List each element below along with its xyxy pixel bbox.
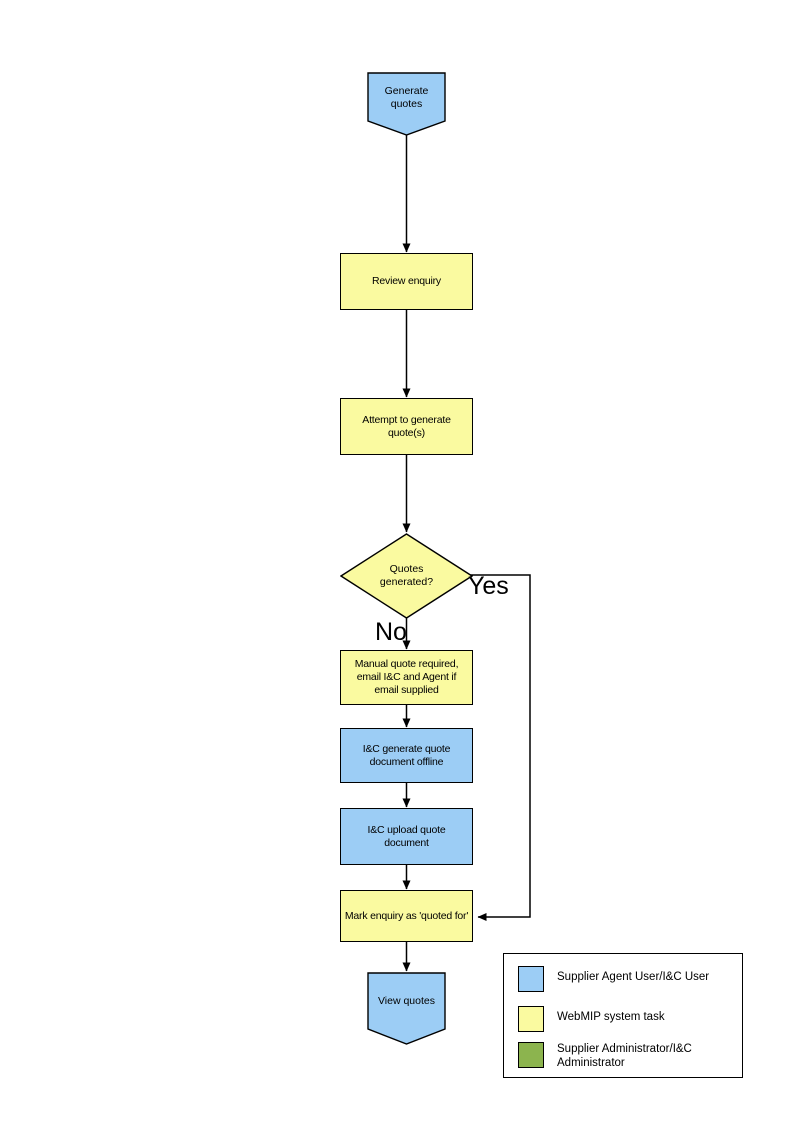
node-ic-upload[interactable]: I&C upload quote document [340, 808, 473, 865]
legend-label-user-task: Supplier Agent User/I&C User [557, 971, 710, 983]
pentagon-start-shape [367, 72, 446, 136]
node-generate-quotes[interactable]: Generate quotes [367, 72, 446, 136]
node-view-quotes[interactable]: View quotes [367, 972, 446, 1046]
edge-label-no: No [375, 618, 407, 646]
legend-label-admin-task: Supplier Administrator/I&C Administrator [557, 1043, 692, 1069]
legend-item-admin-task: Supplier Administrator/I&C Administrator [518, 1042, 692, 1070]
legend-item-user-task: Supplier Agent User/I&C User [518, 966, 709, 992]
node-manual-quote[interactable]: Manual quote required, email I&C and Age… [340, 650, 473, 705]
node-label-review-enquiry: Review enquiry [372, 275, 441, 287]
node-label-ic-generate-offline: I&C generate quote document offline [362, 742, 451, 768]
node-label-manual-quote: Manual quote required, email I&C and Age… [354, 658, 459, 696]
legend: Supplier Agent User/I&C User WebMIP syst… [503, 953, 743, 1078]
legend-item-system-task: WebMIP system task [518, 1006, 665, 1032]
node-mark-quoted-for[interactable]: Mark enquiry as 'quoted for' [340, 890, 473, 942]
pentagon-end-shape [367, 972, 446, 1045]
node-label-mark-quoted-for: Mark enquiry as 'quoted for' [344, 909, 469, 922]
legend-swatch-admin-task [518, 1042, 544, 1068]
legend-swatch-user-task [518, 966, 544, 992]
legend-label-system-task: WebMIP system task [557, 1011, 665, 1023]
node-quotes-generated-decision[interactable]: Quotes generated? [340, 533, 473, 619]
node-review-enquiry[interactable]: Review enquiry [340, 253, 473, 310]
node-label-ic-upload: I&C upload quote document [367, 823, 446, 849]
legend-swatch-system-task [518, 1006, 544, 1032]
node-label-generate-quotes: Generate quotes [384, 85, 429, 110]
node-label-attempt-generate: Attempt to generate quote(s) [362, 413, 451, 439]
diamond-shape [340, 533, 473, 619]
node-ic-generate-offline[interactable]: I&C generate quote document offline [340, 728, 473, 783]
node-attempt-generate[interactable]: Attempt to generate quote(s) [340, 398, 473, 455]
node-label-quotes-generated: Quotes generated? [379, 563, 434, 588]
node-label-view-quotes: View quotes [377, 994, 435, 1007]
edge-decision-yes-to-mark [462, 574, 531, 921]
edge-label-yes: Yes [468, 572, 509, 600]
